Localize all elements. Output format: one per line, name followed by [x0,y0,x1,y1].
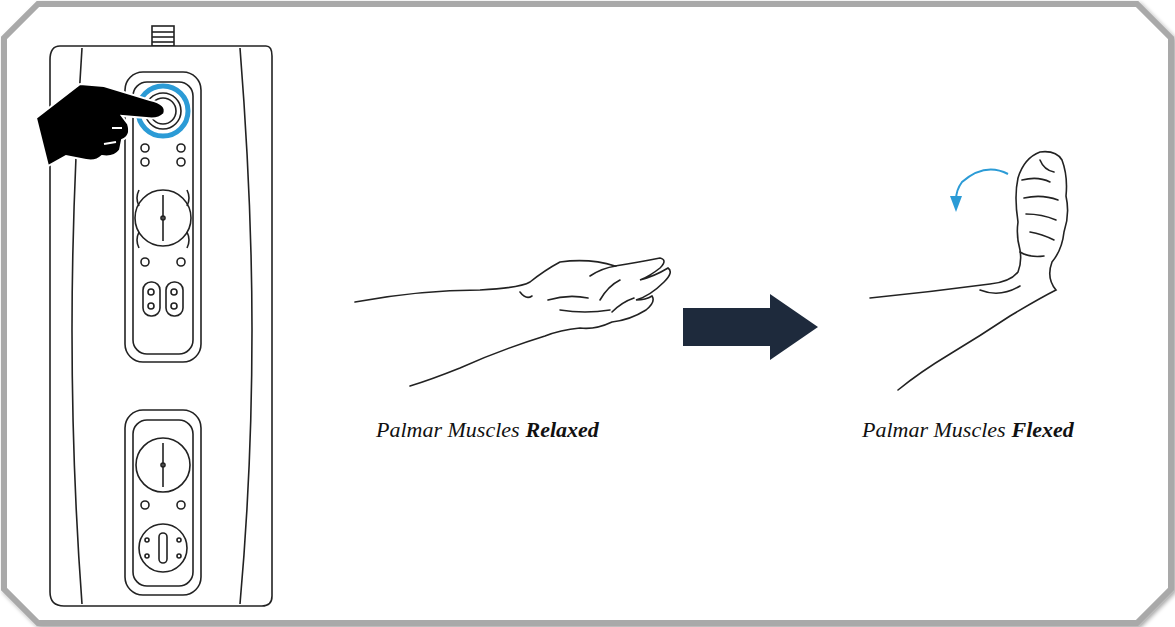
frame-border [4,4,1171,623]
hand-icon [36,84,165,166]
muscle-label: Palmar Muscles [376,417,520,442]
muscle-label: Palmar Muscles [862,417,1006,442]
transition-arrow [683,294,818,360]
caption-line: Palmar MusclesFlexed [862,417,1074,443]
arm-flexed [870,152,1068,390]
flex-motion-arrow [956,170,1008,201]
flex-motion-arrowhead [950,196,962,212]
state-word: Flexed [1012,417,1074,442]
arm-relaxed [355,258,670,386]
state-word: Relaxed [526,417,599,442]
caption-line: Palmar MusclesRelaxed [376,417,599,443]
